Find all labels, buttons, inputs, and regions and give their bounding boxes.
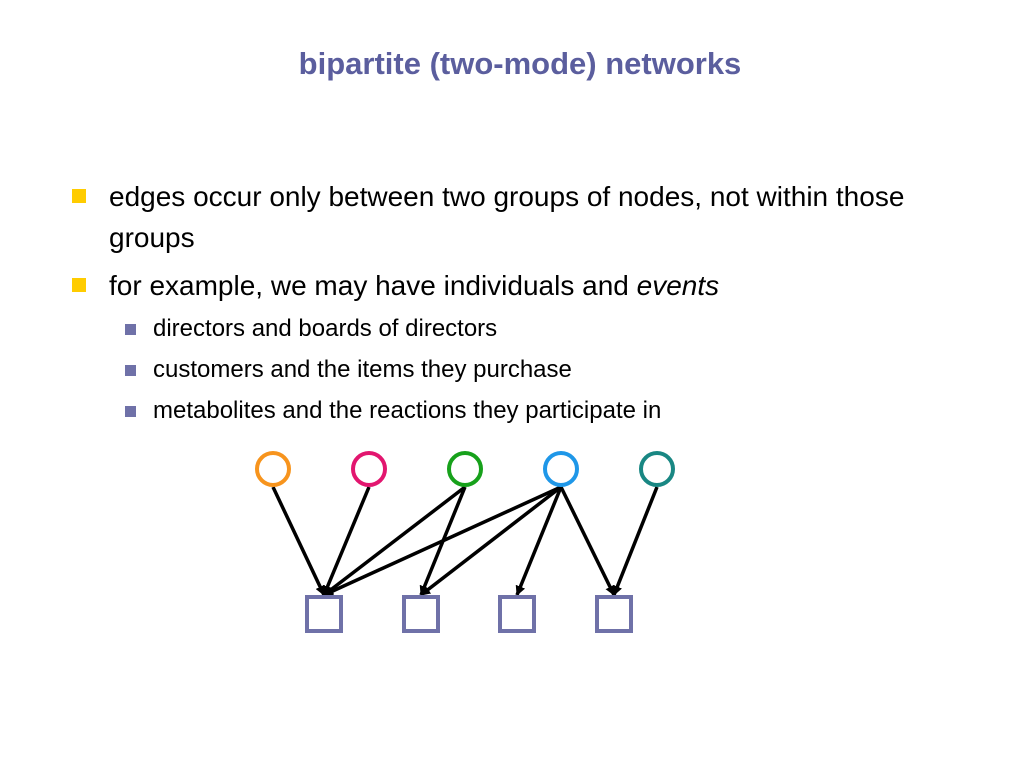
- edge-arrow: [322, 486, 371, 596]
- top-node-circle: [447, 451, 483, 487]
- bullet-emphasis: events: [636, 270, 720, 301]
- top-node-circle: [639, 451, 675, 487]
- node-group: [255, 451, 675, 633]
- edge-arrow: [271, 486, 326, 596]
- slide-title: bipartite (two-mode) networks: [298, 46, 742, 81]
- bullet-text: for example, we may have individuals and: [109, 270, 637, 301]
- bottom-node-square: [305, 595, 343, 633]
- sub-bullet-text: metabolites and the reactions they parti…: [153, 397, 662, 424]
- bullet-marker: [72, 189, 86, 203]
- top-node-circle: [543, 451, 579, 487]
- sub-bullet-item: metabolites and the reactions they parti…: [125, 396, 913, 426]
- sub-bullet-text: customers and the items they purchase: [153, 356, 572, 383]
- sub-bullet-marker: [125, 324, 136, 335]
- top-node-circle: [255, 451, 291, 487]
- bullet-item: for example, we may have individuals and…: [72, 265, 929, 306]
- top-node-circle: [351, 451, 387, 487]
- bottom-node-square: [595, 595, 633, 633]
- edge-arrow: [612, 486, 659, 596]
- bottom-node-square: [402, 595, 440, 633]
- edge-arrow: [515, 486, 563, 596]
- sub-bullet-marker: [125, 365, 136, 376]
- edge-arrow: [419, 485, 563, 597]
- edge-group: [271, 485, 659, 597]
- bullet-item: edges occur only between two groups of n…: [72, 176, 929, 258]
- sub-bullet-marker: [125, 406, 136, 417]
- bullet-text: edges occur only between two groups of n…: [109, 181, 905, 253]
- edge-arrow: [322, 485, 467, 597]
- bottom-node-square: [498, 595, 536, 633]
- edge-arrow: [559, 486, 616, 596]
- bullet-marker: [72, 278, 86, 292]
- sub-bullet-item: customers and the items they purchase: [125, 355, 913, 385]
- sub-bullet-item: directors and boards of directors: [125, 314, 913, 344]
- sub-bullet-text: directors and boards of directors: [153, 315, 498, 342]
- edge-arrow: [323, 485, 562, 597]
